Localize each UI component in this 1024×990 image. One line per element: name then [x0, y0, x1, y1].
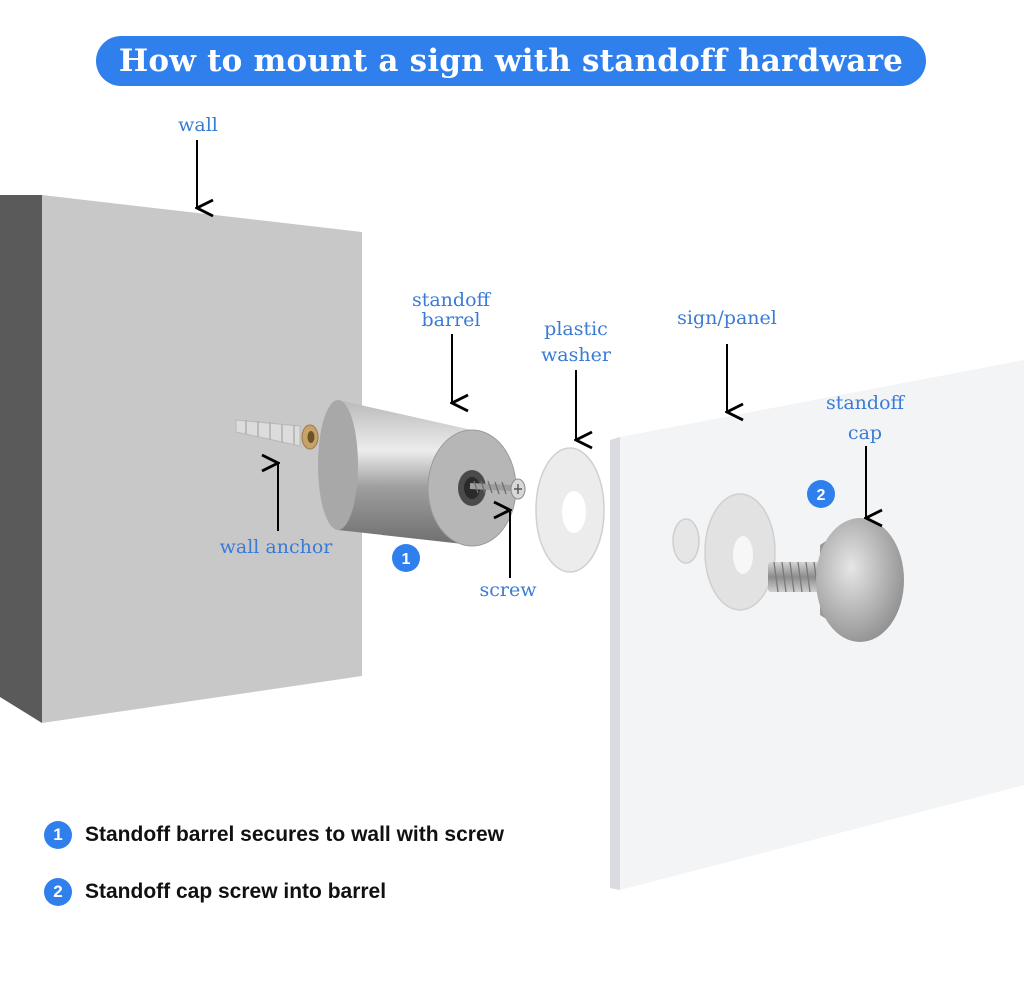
panel-hole [672, 518, 700, 564]
label-standoff-barrel-line2: barrel [422, 309, 481, 331]
legend-badge-1: 1 [44, 821, 72, 849]
title-banner: How to mount a sign with standoff hardwa… [96, 36, 926, 86]
step-badge-2-number: 2 [817, 487, 826, 504]
plastic-washer [535, 447, 605, 573]
label-plastic-washer-line2: washer [541, 344, 612, 366]
label-wall-anchor: wall anchor [220, 536, 334, 558]
screw [469, 478, 526, 500]
page-title: How to mount a sign with standoff hardwa… [118, 43, 904, 79]
sign-panel [610, 360, 1024, 890]
step-badge-1-number: 1 [402, 551, 411, 568]
standoff-cap [768, 518, 904, 642]
wall-edge [0, 195, 42, 723]
label-wall: wall [178, 114, 218, 136]
front-washer [704, 493, 776, 611]
panel-face [620, 360, 1024, 890]
label-sign-panel: sign/panel [677, 307, 777, 329]
label-plastic-washer-line1: plastic [544, 318, 608, 340]
label-standoff-cap-line2: cap [848, 422, 882, 444]
legend-item-1: 1 Standoff barrel secures to wall with s… [44, 821, 504, 849]
label-standoff-cap-line1: standoff [826, 392, 906, 414]
legend-text-2: Standoff cap screw into barrel [85, 880, 387, 903]
label-screw: screw [480, 579, 538, 601]
standoff-barrel [318, 400, 517, 547]
legend-item-2: 2 Standoff cap screw into barrel [44, 878, 386, 906]
wall-face [42, 195, 362, 723]
step-badge-2: 2 [807, 480, 835, 508]
legend-badge-2: 2 [44, 878, 72, 906]
legend-text-1: Standoff barrel secures to wall with scr… [85, 823, 504, 846]
panel-edge [610, 437, 620, 890]
step-badge-1: 1 [392, 544, 420, 572]
label-standoff-barrel-line1: standoff [412, 289, 492, 311]
wall [0, 195, 362, 723]
wall-anchor [235, 419, 319, 450]
